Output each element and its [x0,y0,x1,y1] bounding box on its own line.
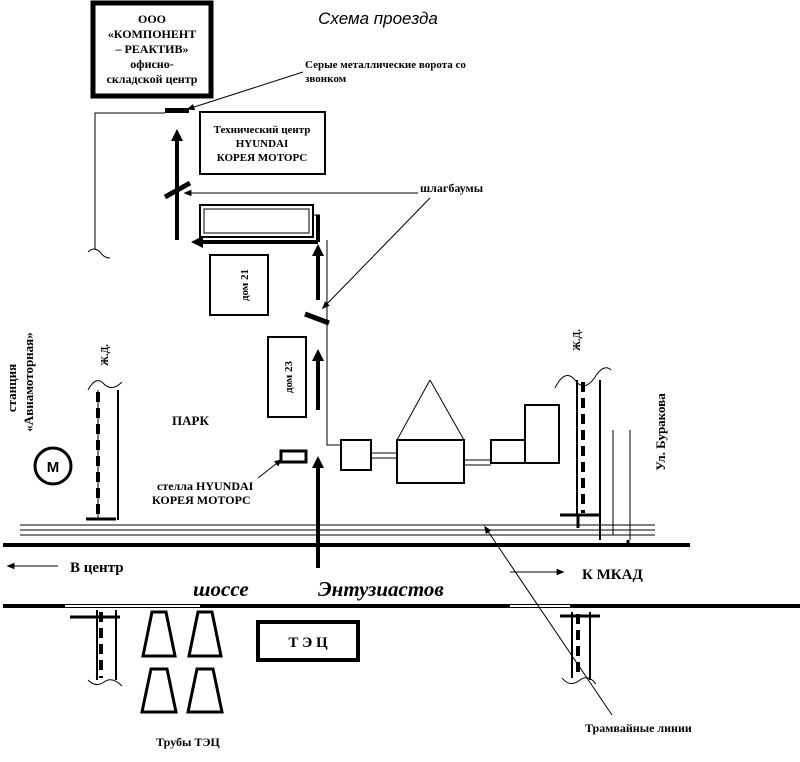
tec-pipes-label: Трубы ТЭЦ [156,735,220,749]
railway-right: Ж.Д. [554,329,612,540]
railway-left: Ж.Д. [86,344,123,521]
tech-center-line-3: КОРЕЯ МОТОРС [217,152,308,164]
tram-lines-label: Трамвайные линии [585,721,692,735]
left-fence-line [87,112,165,259]
tec-pipes [140,610,224,714]
barrier-middle [304,311,330,326]
stela-line-1: стелла HYUNDAI [157,479,254,493]
tec-label: Т Э Ц [288,635,328,651]
building-top [199,204,314,238]
to-center-label: В центр [70,560,124,576]
railway-left-label: Ж.Д. [100,344,111,366]
highway-name-1: шоссе [193,577,249,601]
side-road-line [326,240,342,446]
gate-label-line-1: Серые металлические ворота со [305,59,466,71]
station-line-2: «Авиамоторная» [21,332,36,431]
station-line-1: станция [4,364,19,412]
tec-box [256,620,360,662]
highway-name-2: Энтузиастов [318,577,444,601]
company-line-5: складской центр [107,72,198,86]
tram-lines-pointer [484,525,613,716]
company-line-1: ООО [138,12,166,26]
tech-center-box: Технический центр HYUNDAI КОРЕЯ МОТОРС [199,111,326,175]
metro-label: М [47,459,60,476]
gate-pointer [186,71,304,111]
gate-bar [165,108,189,113]
burakova-label: Ул. Буракова [653,393,668,471]
company-line-4: офисно- [130,57,173,71]
stela-pointer [257,459,283,479]
house-23-label: дом 23 [283,360,295,393]
tram-lines [20,524,655,536]
company-line-2: «КОМПОНЕНТ [108,27,196,41]
map-title: Схема проезда [318,9,438,28]
railway-bottom-left [70,610,123,687]
gate-label-line-2: звонком [305,73,347,85]
metro-icon [33,446,73,486]
tech-center-line-2: HYUNDAI [236,138,289,150]
company-line-3: – РЕАКТИВ» [114,42,188,56]
house-23 [267,336,307,418]
railway-bottom-right [560,612,600,685]
stela-box [279,449,308,464]
tech-center-line-1: Технический центр [214,124,311,136]
house-21-label: дом 21 [239,269,251,301]
to-mkad-label: К МКАД [582,567,643,583]
company-box: ООО «КОМПОНЕНТ – РЕАКТИВ» офисно- складс… [90,0,214,99]
house-21 [209,254,269,316]
stela-line-2: КОРЕЯ МОТОРС [152,493,251,507]
barrier-pointer-2 [321,197,431,310]
right-buildings [340,379,560,484]
barriers-label: шлагбаумы [420,181,484,195]
park-label: ПАРК [172,413,209,428]
railway-right-label: Ж.Д. [572,329,583,351]
barrier-top [163,180,192,200]
